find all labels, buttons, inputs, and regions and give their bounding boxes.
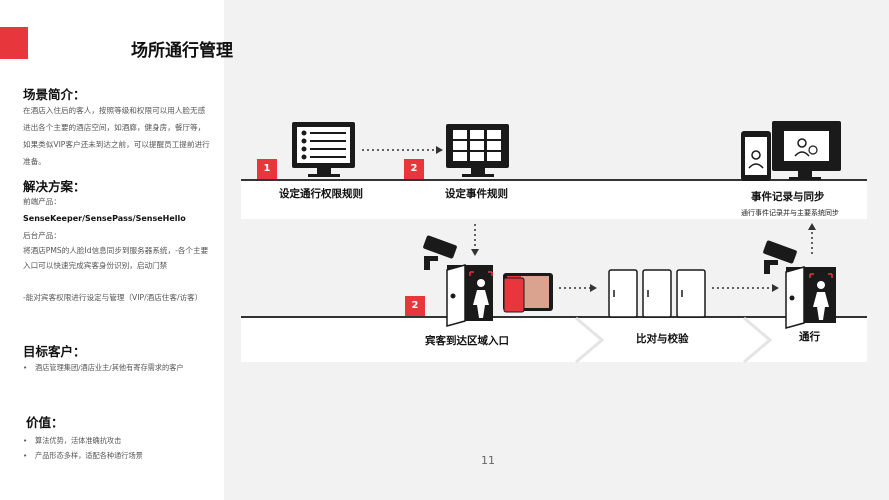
front-products: SenseKeeper/SensePass/SenseHello <box>23 214 186 223</box>
accent-block <box>0 27 28 59</box>
door-face-icon <box>446 264 493 327</box>
step1-label: 设定通行权限规则 <box>279 188 363 200</box>
customers-heading: 目标客户： <box>23 344 86 359</box>
page-number: 11 <box>481 454 495 467</box>
monitor-face-icon <box>772 121 841 180</box>
value-item-2: 产品形态多样，适配各种通行场景 <box>23 448 201 463</box>
chevron-2 <box>743 316 773 364</box>
camera-icon-2 <box>763 240 797 274</box>
record-label: 事件记录与同步 <box>751 191 825 203</box>
tablet-icon <box>503 273 553 313</box>
customers-item: 酒店管理集团/酒店业主/其他有寄存需求的客户 <box>23 360 201 375</box>
value-item-1: 算法优势，活体准确抗攻击 <box>23 433 201 448</box>
monitor-list-icon <box>292 122 355 177</box>
record-sub-label: 通行事件记录并与主要系统同步 <box>741 209 839 217</box>
bottom-band <box>241 316 867 362</box>
left-panel <box>0 0 224 500</box>
step1-badge: 1 <box>257 159 277 179</box>
intro-heading: 场景简介： <box>23 87 86 102</box>
arrive-label: 宾客到达区域入口 <box>425 335 509 347</box>
back-text-2: -能对宾客权限进行设定与管理（VIP/酒店住客/访客） <box>23 293 203 302</box>
camera-icon <box>423 235 457 270</box>
step2-badge: 2 <box>404 159 424 179</box>
chevron-1 <box>575 316 605 364</box>
value-heading: 价值： <box>26 415 64 430</box>
step2-label: 设定事件规则 <box>445 188 508 200</box>
front-label: 前端产品： <box>23 197 61 206</box>
phone-face-icon <box>741 131 771 181</box>
intro-text: 在酒店入住后的客人，按照等级和权限可以用人脸无感进出各个主要的酒店空间，如酒廊，… <box>23 106 210 166</box>
back-label: 后台产品： <box>23 231 61 240</box>
bottom-badge: 2 <box>405 296 425 316</box>
verify-label: 比对与校验 <box>636 333 689 345</box>
flow-diagram <box>292 121 841 364</box>
turnstile-icon <box>608 269 706 318</box>
back-text-1: 将酒店PMS的人脸Id信息同步到服务器系统，-各个主要入口可以快速完成宾客身份识… <box>23 246 209 270</box>
solution-heading: 解决方案： <box>23 179 86 194</box>
monitor-grid-icon <box>446 124 509 177</box>
door-face-icon-2 <box>785 266 836 329</box>
top-band <box>241 179 867 219</box>
page-title: 场所通行管理 <box>131 41 233 61</box>
pass-label: 通行 <box>799 331 820 343</box>
